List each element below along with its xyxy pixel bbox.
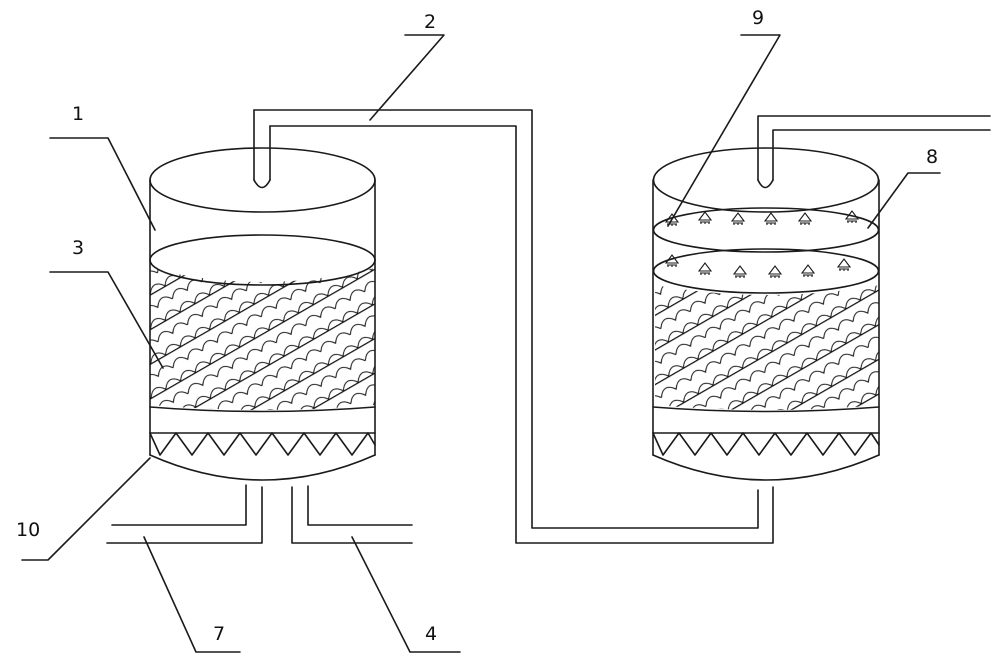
label-9: 9: [752, 7, 764, 29]
left-tank-bottom: [149, 454, 376, 481]
label-10: 10: [16, 519, 40, 541]
label-1: 1: [72, 103, 84, 125]
bottom-pipe-left: [106, 484, 263, 544]
right-tank: [652, 115, 991, 481]
right-top-outlet: [757, 115, 991, 181]
leader-lines: [21, 34, 941, 653]
right-packing-layer: [655, 285, 879, 410]
label-8: 8: [926, 146, 938, 168]
left-tank-top: [149, 147, 376, 213]
label-4: 4: [425, 623, 437, 645]
left-tank: [149, 109, 376, 481]
right-upper-nozzles: [664, 210, 860, 226]
label-3: 3: [72, 237, 84, 259]
label-2: 2: [424, 11, 436, 33]
left-top-tube: [253, 109, 271, 181]
connecting-pipe: [253, 109, 774, 544]
label-7: 7: [213, 623, 225, 645]
left-packing-layer: [150, 268, 375, 410]
right-lower-nozzles: [664, 254, 852, 278]
right-spray-disc-upper: [652, 207, 880, 253]
bottom-pipe-right: [291, 485, 413, 544]
right-spray-disc-lower: [652, 248, 880, 294]
left-zigzag-distributor: [149, 432, 376, 456]
right-tank-top: [652, 147, 880, 213]
right-tank-bottom: [652, 454, 880, 481]
right-zigzag-distributor: [652, 432, 880, 456]
